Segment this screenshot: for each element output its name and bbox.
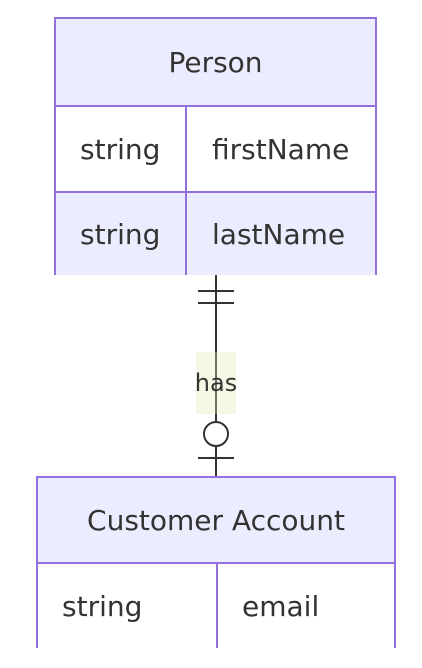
attribute-name: lastName [212, 217, 346, 251]
attribute-type: string [38, 564, 218, 648]
cardinality-zero-circle [203, 421, 229, 447]
attribute-name: firstName [212, 132, 350, 166]
entity-customer-account-title: Customer Account [38, 478, 394, 564]
relationship-label: has [194, 352, 238, 414]
entity-customer-account-name: Customer Account [87, 503, 345, 537]
attribute-type: string [56, 193, 187, 275]
entity-person-name: Person [168, 45, 263, 79]
entity-person-title: Person [56, 19, 375, 107]
entity-person-attribute-row: string firstName [56, 107, 375, 193]
entity-customer-account: Customer Account string email [36, 476, 396, 648]
entity-customer-account-attribute-row: string email [38, 564, 394, 648]
attribute-name: email [242, 589, 320, 623]
relationship-label-text: has [194, 369, 238, 397]
attribute-type: string [56, 107, 187, 191]
entity-person: Person string firstName string lastName [54, 17, 377, 275]
entity-person-attribute-row: string lastName [56, 193, 375, 275]
